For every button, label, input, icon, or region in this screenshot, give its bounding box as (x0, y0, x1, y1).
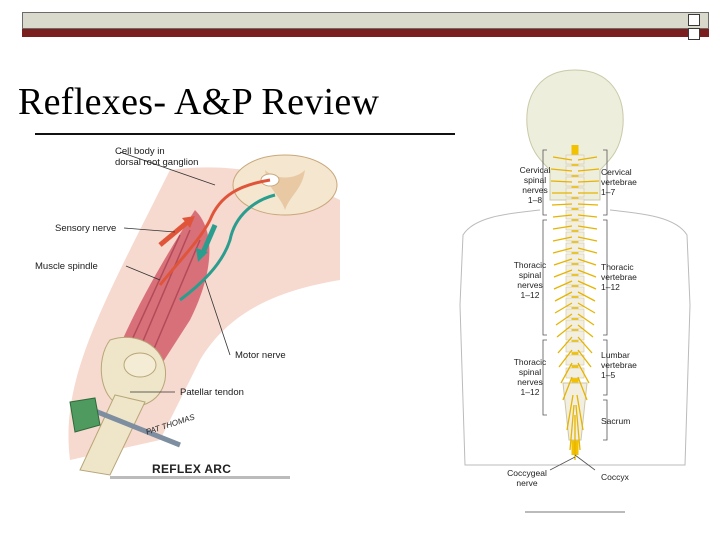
reflex-arc-illustration (68, 151, 340, 476)
sensory-nerve (158, 178, 271, 286)
motor-nerve (179, 193, 276, 302)
label-lumbar-vertebrae: Lumbar vertebrae 1–5 (601, 350, 637, 380)
label-cell-body-2: dorsal root ganglion (115, 157, 199, 168)
label-sacrum: Sacrum (601, 416, 631, 426)
label-cell-body-1: Cell body in (115, 146, 165, 157)
title-underline (35, 133, 455, 135)
vertebral-column (565, 154, 585, 379)
corner-square-icon (688, 14, 700, 26)
figure-credit-line (525, 511, 625, 513)
label-coccyx: Coccyx (601, 472, 629, 482)
label-cervical-vertebrae: Cervical vertebrae 1–7 (601, 167, 637, 197)
sacrum-bone (562, 382, 588, 441)
kneecap (123, 352, 157, 378)
label-patellar-tendon: Patellar tendon (180, 387, 244, 398)
label-muscle-spindle: Muscle spindle (35, 261, 98, 272)
label-sensory-nerve: Sensory nerve (55, 223, 117, 234)
image-credit-line (110, 476, 290, 479)
label-coccygeal-nerve: Coccygeal nerve (507, 468, 547, 488)
tibia-bone (79, 394, 146, 476)
label-motor-nerve: Motor nerve (235, 350, 286, 361)
spinal-nerve-branches (550, 156, 600, 460)
reflex-hammer-head (69, 397, 101, 433)
spinal-nerves-illustration (459, 69, 691, 513)
slide-top-stripe (22, 29, 709, 37)
body-outline (459, 209, 691, 466)
slide-title: Reflexes- A&P Review (18, 81, 380, 123)
label-thoracic-vertebrae: Thoracic vertebrae 1–12 (601, 262, 637, 292)
label-thoracic-nerves: Thoracic spinal nerves 1–12 (513, 260, 547, 300)
corner-square-icon (688, 28, 700, 40)
slide-top-bar (22, 12, 709, 29)
sensory-arrow (158, 218, 192, 247)
label-lumbar-nerves: Thoracic spinal nerves 1–12 (513, 357, 547, 397)
motor-arrow (199, 224, 218, 256)
label-brackets (542, 149, 608, 471)
reflex-arc-caption: REFLEX ARC (152, 462, 232, 476)
label-cervical-nerves: Cervical spinal nerves 1–8 (519, 165, 551, 205)
